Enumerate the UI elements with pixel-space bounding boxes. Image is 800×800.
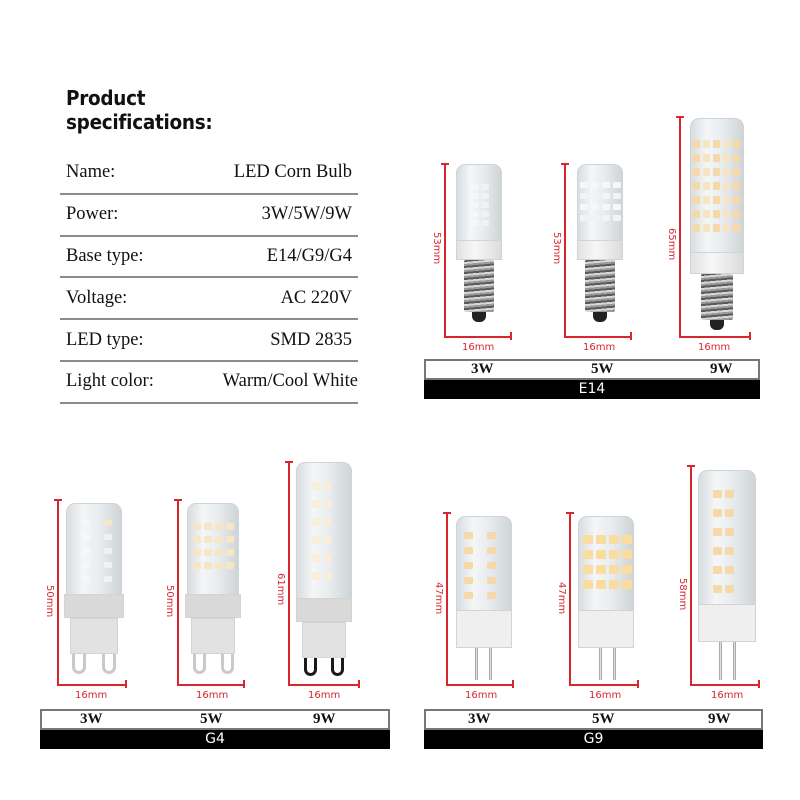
measure-tick [566,512,574,514]
spec-label: Name: [66,162,116,183]
width-dimension: 16mm [465,690,498,701]
spec-heading-line1: Product [66,86,146,110]
spec-value: 3W/5W/9W [261,204,352,225]
height-dimension: 53mm [551,232,562,265]
spec-value: Warm/Cool White [222,371,358,392]
measure-tick [443,512,451,514]
measure-tick [687,465,695,467]
spec-heading-line2: specifications: [66,110,213,134]
power-label: 5W [200,711,223,727]
power-label: 3W [468,711,491,727]
measure-tick [637,680,639,688]
width-measure-line [564,336,632,338]
spec-label: Power: [66,204,119,225]
spec-row-led-type: LED type: SMD 2835 [60,320,358,362]
spec-value: AC 220V [280,287,352,308]
measure-tick [358,680,360,688]
height-measure-line [564,163,566,338]
spec-row-base-type: Base type: E14/G9/G4 [60,237,358,279]
width-measure-line [57,684,127,686]
width-measure-line [690,684,760,686]
spec-row-name: Name: LED Corn Bulb [60,153,358,195]
power-label: 5W [592,711,615,727]
spec-table: Name: LED Corn Bulb Power: 3W/5W/9W Base… [60,153,358,404]
width-measure-line [679,336,751,338]
height-measure-line [679,116,681,338]
width-dimension: 16mm [75,690,108,701]
height-dimension: 50mm [164,585,175,618]
power-label: 9W [708,711,731,727]
spec-value: SMD 2835 [270,329,352,350]
spec-row-power: Power: 3W/5W/9W [60,195,358,237]
power-label: 9W [313,711,336,727]
height-measure-line [446,512,448,685]
width-measure-line [444,336,512,338]
g9-base-label: G9 [424,730,763,749]
power-label: 3W [471,361,494,377]
g9-power-bar: 3W 5W 9W [424,709,763,730]
width-measure-line [569,684,639,686]
width-measure-line [177,684,245,686]
measure-tick [630,332,632,340]
width-dimension: 16mm [698,342,731,353]
height-dimension: 47mm [433,582,444,615]
measure-tick [441,163,449,165]
width-measure-line [288,684,360,686]
measure-tick [174,499,182,501]
height-measure-line [444,163,446,338]
height-measure-line [288,461,290,685]
height-measure-line [177,499,179,685]
spec-value: E14/G9/G4 [266,245,352,266]
spec-value: LED Corn Bulb [233,162,352,183]
spec-heading: Product specifications: [66,86,213,134]
height-dimension: 65mm [666,228,677,261]
spec-label: Voltage: [66,287,128,308]
width-dimension: 16mm [711,690,744,701]
measure-tick [676,116,684,118]
spec-row-light-color: Light color: Warm/Cool White [60,362,358,404]
width-dimension: 16mm [462,342,495,353]
spec-label: LED type: [66,329,144,350]
spec-label: Base type: [66,245,144,266]
e14-power-bar: 3W 5W 9W [424,359,760,380]
measure-tick [125,680,127,688]
width-dimension: 16mm [583,342,616,353]
e14-base-label: E14 [424,380,760,399]
height-measure-line [57,499,59,685]
measure-tick [749,332,751,340]
measure-tick [561,163,569,165]
spec-label: Light color: [66,371,154,392]
power-label: 3W [80,711,103,727]
width-dimension: 16mm [196,690,229,701]
width-measure-line [446,684,514,686]
width-dimension: 16mm [308,690,341,701]
height-dimension: 53mm [431,232,442,265]
height-dimension: 50mm [44,585,55,618]
measure-tick [512,680,514,688]
height-measure-line [569,512,571,685]
measure-tick [758,680,760,688]
measure-tick [243,680,245,688]
g4-power-bar: 3W 5W 9W [40,709,390,730]
height-dimension: 58mm [677,578,688,611]
measure-tick [54,499,62,501]
height-dimension: 61mm [275,573,286,606]
measure-tick [285,461,293,463]
width-dimension: 16mm [589,690,622,701]
height-dimension: 47mm [556,582,567,615]
measure-tick [510,332,512,340]
power-label: 9W [710,361,733,377]
spec-row-voltage: Voltage: AC 220V [60,278,358,321]
g4-base-label: G4 [40,730,390,749]
height-measure-line [690,465,692,685]
power-label: 5W [591,361,614,377]
